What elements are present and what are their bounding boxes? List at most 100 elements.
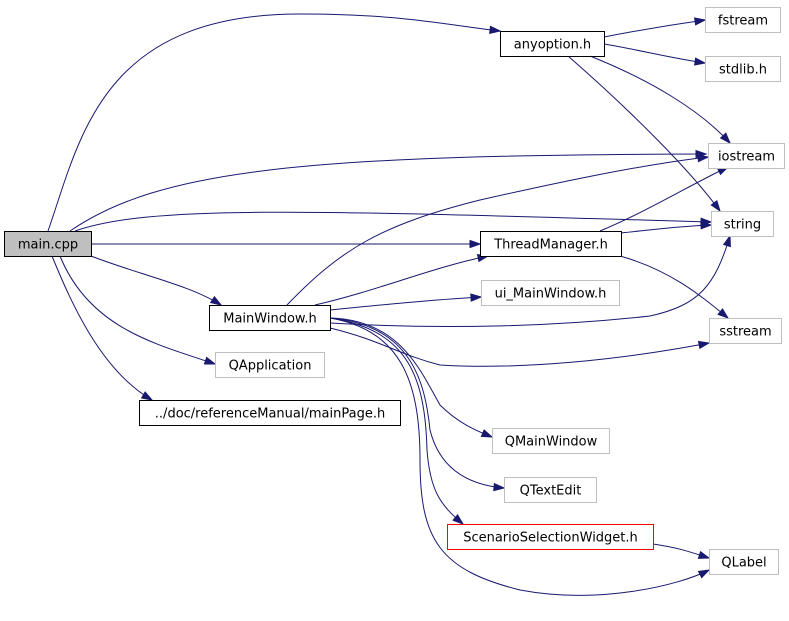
edge-line: [329, 317, 710, 596]
node-box[interactable]: [708, 143, 785, 169]
node-label: sstream: [719, 325, 771, 340]
node-label: QApplication: [229, 359, 312, 374]
node-QLabel[interactable]: QLabel: [709, 549, 779, 575]
arrowhead: [700, 221, 713, 230]
node-box[interactable]: [447, 524, 654, 550]
node-box[interactable]: [215, 352, 325, 378]
node-box[interactable]: [711, 211, 774, 237]
edge-line: [329, 296, 482, 311]
edge-line: [90, 255, 222, 306]
node-label: fstream: [718, 14, 768, 29]
node-box[interactable]: [480, 231, 622, 257]
edge-anyoption_h-to-stdlib_h: [603, 43, 707, 66]
edge-MainWindow_h-to-ScenarioSelectionWidget_h: [329, 317, 465, 525]
node-QMainWindow[interactable]: QMainWindow: [492, 428, 610, 454]
edge-line: [47, 13, 501, 232]
edge-main_cpp-to-MainWindow_h: [90, 255, 223, 306]
node-label: main.cpp: [18, 238, 78, 253]
edge-ThreadManager_h-to-sstream: [619, 255, 730, 319]
edge-MainWindow_h-to-QLabel: [329, 317, 711, 596]
node-box[interactable]: [4, 231, 92, 257]
edge-line: [329, 235, 731, 328]
node-main-cpp[interactable]: main.cpp: [4, 231, 92, 257]
node-box[interactable]: [139, 400, 401, 426]
node-box[interactable]: [709, 549, 779, 575]
edge-MainWindow_h-to-ThreadManager_h: [314, 254, 490, 306]
node-string[interactable]: string: [711, 211, 774, 237]
arrowhead: [209, 295, 223, 306]
node-box[interactable]: [705, 7, 781, 33]
edge-line: [599, 166, 729, 232]
arrowhead: [470, 293, 483, 302]
edge-MainWindow_h-to-QTextEdit: [329, 317, 506, 492]
node-box[interactable]: [705, 56, 781, 82]
arrowhead: [697, 340, 711, 350]
node-label: QLabel: [721, 556, 766, 571]
node-iostream[interactable]: iostream: [708, 143, 785, 169]
arrowhead: [452, 514, 465, 525]
edge-line: [286, 156, 709, 306]
arrowhead: [694, 17, 707, 26]
edge-MainWindow_h-to-sstream: [329, 327, 711, 367]
edge-line: [620, 224, 712, 234]
edge-main_cpp-to-mainPage_h: [51, 255, 154, 401]
edge-ThreadManager_h-to-string: [620, 221, 713, 234]
arrowhead: [717, 308, 730, 319]
node-label: ../doc/referenceManual/mainPage.h: [155, 407, 385, 422]
edge-anyoption_h-to-string: [567, 55, 721, 213]
edge-line: [603, 19, 706, 38]
node-sstream[interactable]: sstream: [709, 318, 782, 344]
arrowhead: [697, 569, 711, 579]
edge-MainWindow_h-to-QMainWindow: [329, 317, 494, 438]
node-box[interactable]: [209, 305, 331, 331]
node-ScenarioSelectionWidget-h[interactable]: ScenarioSelectionWidget.h: [447, 524, 654, 550]
edge-main_cpp-to-anyoption_h: [47, 13, 502, 232]
node-stdlib-h[interactable]: stdlib.h: [705, 56, 781, 82]
edges-layer: [47, 13, 732, 596]
edge-line: [329, 327, 710, 367]
node-MainWindow-h[interactable]: MainWindow.h: [209, 305, 331, 331]
node-ui-MainWindow-h[interactable]: ui_MainWindow.h: [481, 280, 620, 306]
arrowhead: [722, 234, 731, 248]
node-label: QMainWindow: [505, 435, 598, 450]
arrowhead: [140, 391, 154, 401]
node-label: ScenarioSelectionWidget.h: [463, 531, 638, 546]
node-anyoption-h[interactable]: anyoption.h: [500, 31, 605, 57]
edge-line: [329, 317, 493, 438]
arrowhead: [710, 200, 721, 213]
edge-line: [314, 255, 489, 306]
edge-main_cpp-to-QApplication: [59, 255, 217, 365]
node-label: iostream: [718, 150, 775, 165]
edge-main_cpp-to-ThreadManager_h: [91, 239, 482, 249]
node-QApplication[interactable]: QApplication: [215, 352, 325, 378]
arrowhead: [697, 550, 711, 559]
edge-MainWindow_h-to-ui_MainWindow_h: [329, 293, 483, 311]
edge-line: [51, 255, 153, 401]
edge-anyoption_h-to-iostream: [589, 55, 732, 145]
node-box[interactable]: [492, 428, 610, 454]
edge-line: [619, 255, 729, 319]
node-label: string: [724, 218, 761, 233]
node-label: anyoption.h: [514, 38, 591, 53]
node-label: ui_MainWindow.h: [495, 287, 607, 302]
node-mainPage-h[interactable]: ../doc/referenceManual/mainPage.h: [139, 400, 401, 426]
edge-line: [567, 55, 721, 212]
arrowhead: [480, 429, 494, 438]
node-QTextEdit[interactable]: QTextEdit: [504, 477, 597, 503]
node-box[interactable]: [500, 31, 605, 57]
arrowhead: [469, 239, 482, 249]
edge-anyoption_h-to-fstream: [603, 17, 707, 38]
edge-line: [59, 255, 216, 365]
edge-line: [69, 153, 707, 232]
arrowhead: [493, 482, 506, 492]
edge-MainWindow_h-to-iostream: [286, 154, 710, 306]
node-ThreadManager-h[interactable]: ThreadManager.h: [480, 231, 622, 257]
node-box[interactable]: [709, 318, 782, 344]
node-fstream[interactable]: fstream: [705, 7, 781, 33]
edge-ScenarioSelectionWidget_h-to-QLabel: [652, 543, 711, 559]
node-box[interactable]: [504, 477, 597, 503]
arrowhead: [697, 154, 710, 163]
node-box[interactable]: [481, 280, 620, 306]
edge-line: [329, 317, 505, 489]
